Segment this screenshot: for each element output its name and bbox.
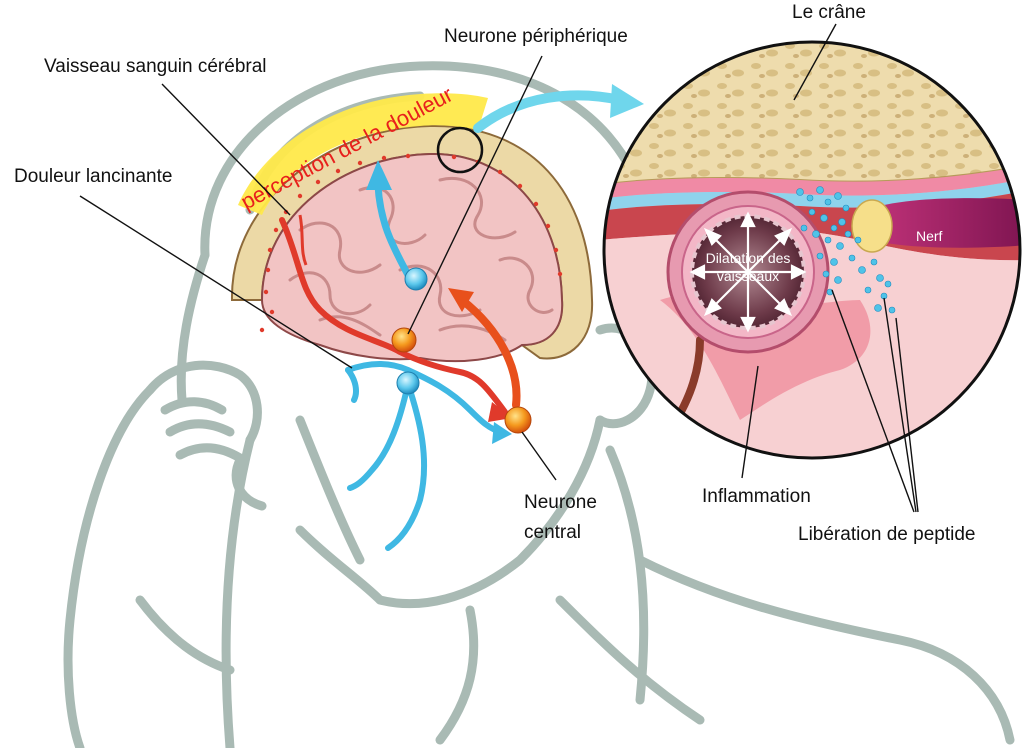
- head-outline: [63, 61, 1015, 748]
- dilatation-arrows: [689, 211, 807, 333]
- dilatation-label-line1: Dilatation des: [706, 250, 791, 266]
- peptide-dots: [796, 186, 896, 314]
- leader-vaisseau: [161, 83, 291, 216]
- blue-up-arrowhead: [366, 160, 392, 190]
- zoom-nerf: [866, 198, 1020, 248]
- neck-outline: [435, 605, 479, 745]
- finger-outline-1: [160, 397, 227, 415]
- jaw-outline: [375, 415, 605, 609]
- label-neurone-peripherique: Neurone périphérique: [444, 26, 628, 47]
- label-liberation: Libération de peptide: [798, 524, 975, 545]
- leader-liberation-3: [895, 317, 919, 513]
- shoulder-outline: [635, 555, 1015, 745]
- label-douleur: Douleur lancinante: [14, 166, 172, 187]
- leader-neurone-central: [521, 431, 557, 481]
- zoom-nerve-ending: [851, 199, 893, 253]
- pain-signal-arrow: [458, 296, 521, 409]
- neuron-blue-lower: [396, 371, 420, 395]
- finger-outline-2: [165, 419, 235, 437]
- neuron-blue-upper: [404, 267, 428, 291]
- sleeve-outline: [135, 595, 235, 675]
- leader-le-crane: [793, 23, 837, 101]
- perception-highlight: [238, 93, 488, 215]
- magnifier-arrow: [473, 90, 625, 133]
- leader-neurone-peripherique: [407, 55, 543, 335]
- cerebral-vessel-branch: [298, 214, 308, 266]
- zoom-view: Dilatation des vaisseaux Nerf: [604, 42, 1020, 458]
- zoom-skull-layer: [604, 42, 1020, 187]
- forehead-outline: [176, 250, 210, 405]
- cheek-outline: [295, 415, 365, 565]
- label-inflammation: Inflammation: [702, 486, 811, 507]
- zoom-meninges-pink: [604, 165, 1020, 199]
- chin-outline: [295, 525, 385, 605]
- leader-inflammation: [741, 365, 759, 479]
- zoom-circle-border: [602, 40, 1022, 460]
- finger-outline-3: [175, 443, 245, 463]
- leader-liberation-1: [831, 289, 915, 513]
- arm-outline: [63, 385, 155, 748]
- leader-lines: [79, 23, 919, 513]
- neuron-central: [504, 406, 532, 434]
- arm-inner-outline: [221, 435, 255, 748]
- nerve-arrowhead: [492, 422, 512, 444]
- label-le-crane: Le crâne: [792, 2, 866, 23]
- label-neurone-central-line2: central: [524, 522, 581, 543]
- nerf-label: Nerf: [916, 228, 943, 244]
- leader-douleur: [79, 195, 353, 369]
- magnifier-marker: [436, 126, 484, 174]
- blue-up-arrow: [374, 181, 412, 279]
- trigeminal-nerve: [345, 361, 505, 551]
- hand-outline: [145, 360, 262, 445]
- dilatation-label-line2: vaisseaux: [717, 268, 779, 284]
- magnifier-arrowhead: [610, 84, 644, 118]
- pain-signal-arrowhead: [448, 288, 474, 312]
- label-vaisseau: Vaisseau sanguin cérébral: [44, 56, 267, 77]
- neuron-peripheral: [391, 327, 417, 353]
- cerebral-vessel: [279, 217, 508, 415]
- nose-outline: [231, 455, 267, 511]
- collar-outline: [555, 595, 705, 725]
- leader-liberation-2: [883, 297, 917, 513]
- brain-folds: [288, 176, 554, 342]
- hair-outline: [200, 61, 645, 260]
- label-neurone-central-line1: Neurone: [524, 492, 597, 513]
